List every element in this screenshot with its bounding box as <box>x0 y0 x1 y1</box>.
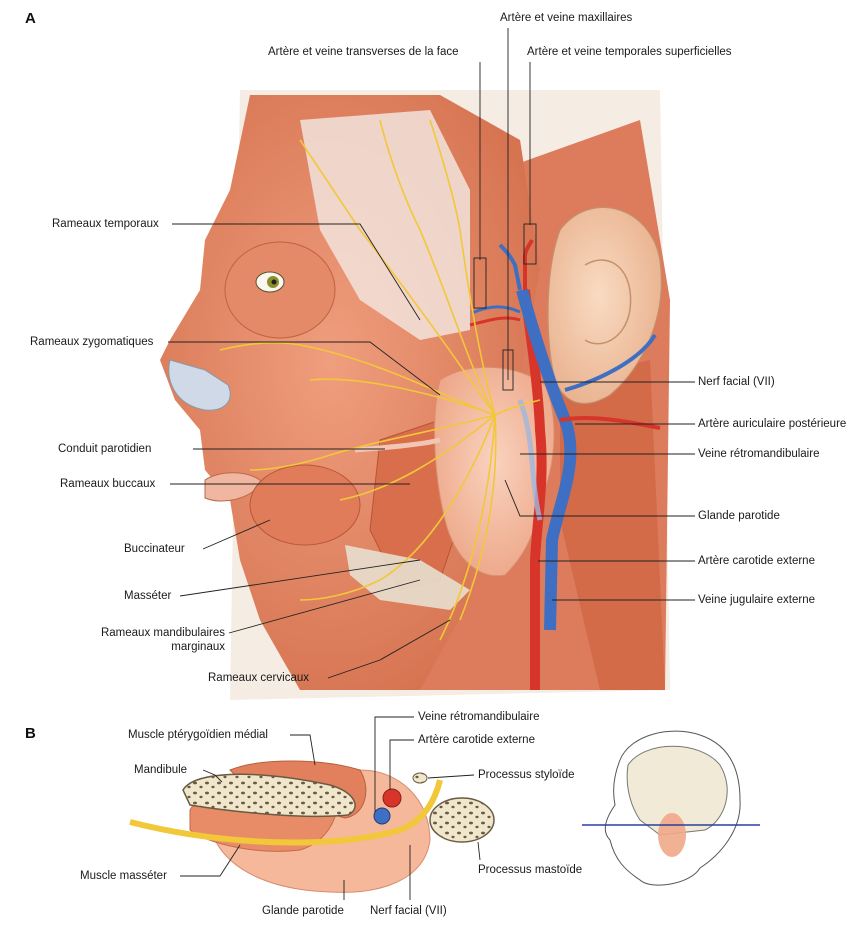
label-b-mastoide: Processus mastoïde <box>478 863 582 877</box>
b-mastoid <box>430 798 494 842</box>
b-styloid <box>413 773 427 783</box>
label-b-carotide-externe: Artère carotide externe <box>418 733 535 747</box>
label-rameaux-mandibulaires: Rameaux mandibulaires marginaux <box>60 626 225 654</box>
label-arteres-maxillaires: Artère et veine maxillaires <box>500 11 632 25</box>
label-masseter: Masséter <box>124 589 171 603</box>
label-auriculaire-posterieure: Artère auriculaire postérieure <box>698 417 846 431</box>
panel-b-illustration <box>130 731 760 892</box>
b-leader-pterygoidien <box>290 735 315 765</box>
label-b-nerf-facial: Nerf facial (VII) <box>370 904 447 918</box>
thumbnail-parotid <box>658 813 686 857</box>
panel-label-b: B <box>25 725 36 742</box>
b-leader-mastoide <box>478 842 480 860</box>
label-b-veine-retromandibulaire: Veine rétromandibulaire <box>418 710 539 724</box>
label-rameaux-cervicaux: Rameaux cervicaux <box>208 671 309 685</box>
label-nerf-facial: Nerf facial (VII) <box>698 375 775 389</box>
buccinator-muscle <box>250 465 360 545</box>
label-b-masseter: Muscle masséter <box>80 869 167 883</box>
skull-orientation-thumbnail <box>582 731 760 885</box>
label-conduit-parotidien: Conduit parotidien <box>58 442 151 456</box>
pupil <box>272 280 277 285</box>
label-rameaux-mandibulaires-line1: Rameaux mandibulaires <box>101 627 225 639</box>
label-b-glande-parotide: Glande parotide <box>262 904 344 918</box>
panel-a-illustration <box>160 90 670 700</box>
label-glande-parotide: Glande parotide <box>698 509 780 523</box>
label-carotide-externe: Artère carotide externe <box>698 554 815 568</box>
panel-label-a: A <box>25 10 36 27</box>
label-veine-retromandibulaire: Veine rétromandibulaire <box>698 447 819 461</box>
label-b-pterygoidien: Muscle ptérygoïdien médial <box>128 728 268 742</box>
b-leader-styloide <box>428 775 474 778</box>
label-buccinateur: Buccinateur <box>124 542 185 556</box>
b-retromandibular-vein <box>374 808 390 824</box>
b-external-carotid <box>383 789 401 807</box>
label-rameaux-buccaux: Rameaux buccaux <box>60 477 155 491</box>
label-jugulaire-externe: Veine jugulaire externe <box>698 593 815 607</box>
label-transverses-face: Artère et veine transverses de la face <box>268 45 459 59</box>
orbicularis-oculi <box>225 242 335 338</box>
label-b-styloide: Processus styloïde <box>478 768 575 782</box>
label-rameaux-temporaux: Rameaux temporaux <box>52 217 159 231</box>
label-b-mandibule: Mandibule <box>134 763 187 777</box>
label-rameaux-mandibulaires-line2: marginaux <box>171 641 225 653</box>
label-rameaux-zygomatiques: Rameaux zygomatiques <box>30 335 153 349</box>
label-temporales-superficielles: Artère et veine temporales superficielle… <box>527 45 732 59</box>
